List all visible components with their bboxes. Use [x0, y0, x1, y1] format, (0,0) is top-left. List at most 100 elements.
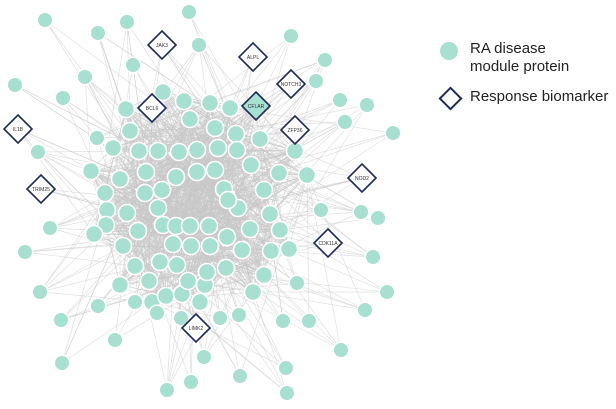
- protein-node: [187, 162, 207, 182]
- biomarker-node: CDK11A: [312, 227, 344, 259]
- biomarker-label: NOD2: [355, 176, 369, 182]
- network-edge: [61, 301, 153, 364]
- protein-node: [218, 190, 238, 210]
- protein-node: [278, 384, 296, 402]
- protein-node: [243, 282, 263, 302]
- network-edge: [17, 128, 95, 235]
- biomarker-diamond: [312, 227, 344, 259]
- protein-node: [125, 256, 145, 276]
- protein-node: [270, 220, 290, 240]
- network-edge: [161, 189, 281, 231]
- network-edge: [105, 224, 342, 351]
- network-edge: [105, 224, 121, 286]
- protein-node: [187, 140, 207, 160]
- network-edge: [162, 91, 379, 219]
- protein-node: [153, 82, 173, 102]
- protein-node: [216, 258, 236, 278]
- protein-node: [76, 68, 94, 86]
- biomarker-diamond: [146, 29, 178, 61]
- protein-node: [148, 141, 168, 161]
- biomarker-node: NOTCH3: [275, 68, 307, 100]
- protein-node-layer: [6, 3, 402, 402]
- protein-node: [260, 204, 280, 224]
- protein-node: [172, 309, 190, 327]
- protein-node: [180, 3, 198, 21]
- network-edge: [90, 170, 164, 226]
- network-edge: [306, 174, 310, 322]
- network-edge: [306, 174, 342, 351]
- protein-node: [180, 216, 200, 236]
- biomarker-swatch-icon: [437, 85, 463, 111]
- protein-node: [89, 24, 107, 42]
- protein-node: [240, 219, 260, 239]
- protein-node: [364, 248, 382, 266]
- protein-node: [117, 203, 137, 223]
- protein-node: [336, 113, 354, 131]
- biomarker-label: CDK11A: [318, 241, 338, 247]
- network-edge: [126, 44, 200, 214]
- protein-node: [332, 341, 350, 359]
- network-edge: [187, 280, 366, 311]
- protein-node: [369, 209, 387, 227]
- network-edge: [156, 100, 185, 314]
- network-edge: [62, 97, 251, 230]
- biomarker-label: ALPL: [247, 55, 259, 61]
- network-edge: [241, 249, 342, 351]
- protein-node: [136, 162, 156, 182]
- network-edge: [24, 251, 136, 267]
- network-edge: [162, 104, 368, 226]
- network-edge: [161, 44, 216, 129]
- network-edge: [17, 128, 163, 191]
- network-edge: [203, 291, 254, 358]
- network-edge: [161, 189, 329, 244]
- protein-node: [279, 239, 299, 259]
- network-edge: [39, 245, 124, 293]
- protein-node: [331, 91, 349, 109]
- protein-node: [54, 89, 72, 107]
- protein-node: [84, 224, 104, 244]
- protein-node: [120, 121, 140, 141]
- protein-node: [199, 216, 219, 236]
- protein-node: [88, 129, 106, 147]
- protein-node: [163, 234, 183, 254]
- network-edge: [61, 130, 131, 364]
- network-edge: [209, 121, 346, 247]
- network-edge: [14, 84, 147, 173]
- protein-node: [288, 274, 306, 292]
- protein-node: [200, 93, 220, 113]
- protein-node: [152, 180, 172, 200]
- network-edge: [238, 213, 271, 316]
- biomarker-node: NOD2: [346, 162, 378, 194]
- network-edge: [250, 164, 322, 211]
- protein-node: [232, 240, 252, 260]
- network-edge: [250, 164, 374, 258]
- protein-node: [205, 160, 225, 180]
- protein-node: [208, 138, 228, 158]
- protein-node: [148, 304, 166, 322]
- legend-protein-label-line2: module protein: [470, 58, 570, 75]
- protein-node: [52, 311, 70, 329]
- network-edge: [252, 104, 368, 293]
- biomarker-diamond: [25, 173, 57, 205]
- legend-item-protein: RA disease module protein: [440, 40, 608, 76]
- biomarker-node: JAK3: [146, 29, 178, 61]
- network-edge: [241, 177, 363, 251]
- protein-node: [41, 219, 59, 237]
- protein-node: [200, 236, 220, 256]
- protein-node: [129, 141, 149, 161]
- protein-node: [81, 161, 101, 181]
- biomarker-label: LIMK2: [189, 326, 204, 332]
- protein-node: [118, 13, 136, 31]
- biomarker-label: JAK3: [156, 43, 168, 49]
- protein-node: [116, 99, 136, 119]
- protein-node: [197, 262, 217, 282]
- protein-node: [150, 252, 170, 272]
- protein-node: [158, 381, 176, 399]
- biomarker-label: TRIM25: [32, 187, 50, 193]
- network-edge: [188, 11, 231, 109]
- network-edge: [223, 121, 346, 190]
- protein-node: [166, 167, 186, 187]
- protein-node: [139, 271, 159, 291]
- protein-node: [128, 221, 148, 241]
